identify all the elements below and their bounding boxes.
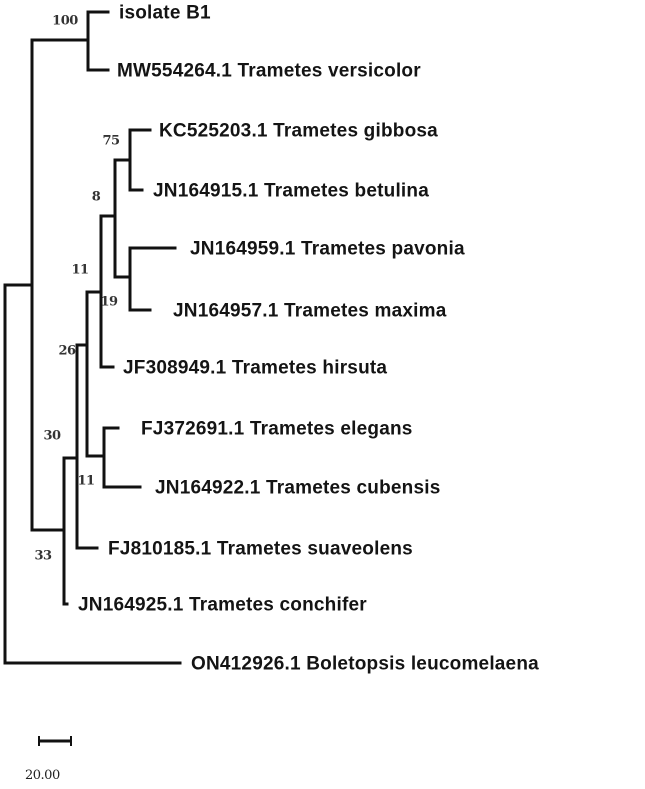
bootstrap-26: 26 (58, 343, 76, 359)
leaf-label-jn164925: JN164925.1 Trametes conchifer (78, 594, 367, 616)
leaf-label-jn164957: JN164957.1 Trametes maxima (173, 300, 447, 322)
clade-gibbosa-betulina (113, 128, 152, 192)
leaf-label-isolate-b1: isolate B1 (119, 2, 211, 24)
isolate-clade (30, 10, 110, 72)
bootstrap-11: 11 (71, 262, 89, 278)
bootstrap-30: 30 (43, 428, 61, 444)
bootstrap-19: 19 (100, 294, 118, 310)
clade-pavonia-maxima (113, 246, 177, 312)
clade-33 (30, 456, 69, 606)
bootstrap-100: 100 (52, 13, 78, 29)
leaf-label-fj372691: FJ372691.1 Trametes elegans (141, 418, 413, 440)
leaf-label-jn164915: JN164915.1 Trametes betulina (153, 180, 429, 202)
clade-11 (85, 214, 115, 369)
scale-bar (38, 736, 72, 746)
clade-26 (75, 290, 89, 458)
leaf-label-fj810185: FJ810185.1 Trametes suaveolens (108, 538, 413, 560)
bootstrap-33: 33 (34, 548, 52, 564)
clade-30 (62, 343, 99, 550)
bootstrap-11-elegans-cubensis: 11 (77, 473, 95, 489)
root-branch (3, 283, 182, 665)
leaf-label-on412926: ON412926.1 Boletopsis leucomelaena (191, 653, 539, 675)
bootstrap-75: 75 (102, 133, 120, 149)
clade-elegans-cubensis (85, 426, 142, 489)
leaf-label-jf308949: JF308949.1 Trametes hirsuta (123, 357, 388, 379)
leaf-label-kc525203: KC525203.1 Trametes gibbosa (159, 120, 438, 142)
leaf-label-jn164922: JN164922.1 Trametes cubensis (155, 477, 441, 499)
leaf-label-jn164959: JN164959.1 Trametes pavonia (190, 238, 465, 260)
bootstrap-8: 8 (91, 189, 101, 205)
leaf-label-mw554264: MW554264.1 Trametes versicolor (117, 60, 421, 82)
scale-bar-label: 20.00 (25, 768, 60, 783)
clade-8 (99, 158, 117, 279)
